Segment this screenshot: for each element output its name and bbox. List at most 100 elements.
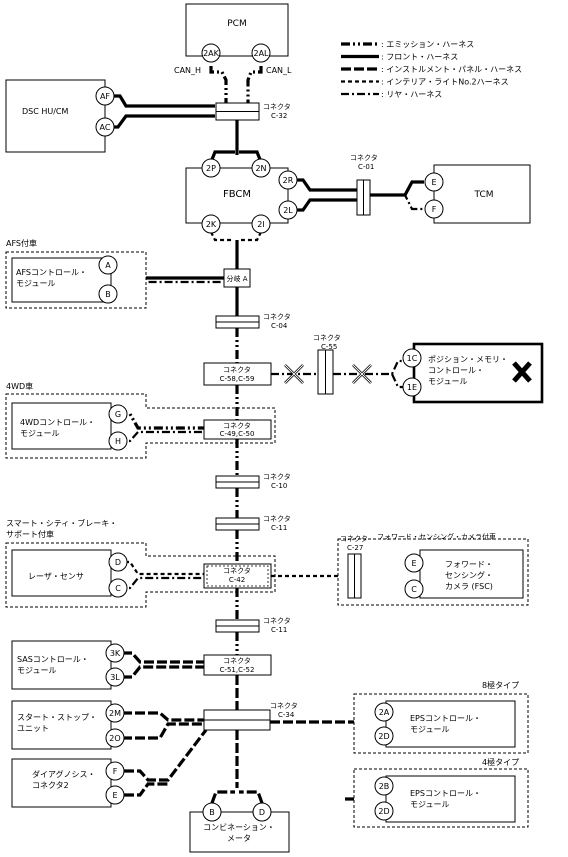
wire-label-can-l: CAN_L bbox=[266, 66, 292, 75]
pin-label-dsc-af: AF bbox=[100, 92, 110, 101]
pin-diag-e bbox=[105, 785, 125, 805]
wire-fbcm-2r bbox=[296, 178, 357, 192]
connector-id-c49: C-49,C-50 bbox=[220, 430, 255, 438]
legend-label-front: : フロント・ハーネス bbox=[381, 53, 458, 62]
pin-label-pcm-2al: 2AL bbox=[253, 49, 269, 58]
connector-word-c11b: コネクタ bbox=[263, 616, 291, 625]
connectors bbox=[203, 102, 532, 731]
connector-id-c32: C-32 bbox=[271, 112, 287, 120]
pin-label-pcm-2ak: 2AK bbox=[203, 49, 220, 58]
connector-c49 bbox=[203, 419, 272, 440]
pin-dsc-ac bbox=[95, 117, 115, 137]
pin-label-eps8-2d: 2D bbox=[378, 732, 389, 741]
removed-module-x-icon bbox=[512, 361, 532, 383]
connector-bunki-a bbox=[223, 268, 251, 288]
connector-id-c04: C-04 bbox=[271, 322, 288, 330]
module-combi-label-line-1: コンビネーション・ bbox=[203, 823, 275, 832]
wire-dsc-af bbox=[105, 94, 215, 108]
pin-tcm-f bbox=[424, 199, 444, 219]
pin-label-fbcm-2k: 2K bbox=[206, 220, 217, 229]
connector-word-c55: コネクタ bbox=[313, 333, 341, 342]
pin-laser-c bbox=[108, 578, 128, 598]
module-afs bbox=[11, 257, 112, 303]
pin-label-fsc-c: C bbox=[411, 585, 417, 594]
connector-word-c49: コネクタ bbox=[223, 421, 251, 430]
module-fsc bbox=[419, 549, 524, 599]
module-eps4 bbox=[385, 775, 516, 823]
wire-c55-pos-1e bbox=[391, 373, 404, 389]
pin-label-combi-b: B bbox=[209, 808, 215, 817]
pin-label-dsc-ac: AC bbox=[100, 123, 111, 132]
module-boxes bbox=[5, 3, 544, 853]
legend-label-emission: : エミッション・ハーネス bbox=[381, 40, 474, 49]
group-4wd-frame bbox=[5, 393, 276, 459]
pin-label-afs-a: A bbox=[105, 261, 111, 270]
legend-label-interior: : インテリア・ライトNo.2ハーネス bbox=[381, 78, 509, 87]
pin-eps4-2b bbox=[374, 776, 394, 796]
module-tcm-label: TCM bbox=[473, 190, 493, 200]
connector-word-c04: コネクタ bbox=[263, 312, 291, 321]
pin-label-eps8-2a: 2A bbox=[379, 708, 390, 717]
pin-label-fwd4-g: G bbox=[115, 410, 121, 419]
connector-id-c01: C-01 bbox=[358, 163, 374, 171]
module-fbcm-label: FBCM bbox=[223, 189, 251, 200]
connector-word-c27: コネクタ bbox=[340, 534, 368, 543]
pin-label-fbcm-2i: 2I bbox=[257, 220, 264, 229]
pin-fbcm-2l bbox=[278, 200, 298, 220]
connector-id-c42: C-42 bbox=[229, 576, 245, 584]
pin-label-fsc-e: E bbox=[411, 559, 416, 568]
wire-fbcm-2l bbox=[296, 198, 357, 212]
pin-label-eps4-2d: 2D bbox=[378, 807, 389, 816]
connector-word-c32: コネクタ bbox=[263, 102, 291, 111]
module-tcm bbox=[433, 164, 531, 224]
pin-label-eps4-2b: 2B bbox=[379, 782, 390, 791]
module-ss-label-line-2: ユニット bbox=[17, 724, 49, 733]
module-eps4-label-line-2: モジュール bbox=[410, 800, 449, 809]
module-eps8-label-line-1: EPSコントロール・ bbox=[410, 714, 481, 723]
group-scbs-label-line-1: スマート・シティ・ブレーキ・ bbox=[6, 518, 117, 528]
pin-fbcm-2i bbox=[251, 214, 271, 234]
connector-c51 bbox=[203, 654, 272, 676]
pin-label-tcm-f: F bbox=[432, 205, 437, 214]
pin-label-combi-d: D bbox=[259, 808, 265, 817]
wire-dsc-ac bbox=[105, 114, 215, 129]
pin-fsc-c bbox=[404, 579, 424, 599]
wire-pcm-can-h bbox=[209, 66, 228, 103]
module-ss-label-line-1: スタート・ストップ・ bbox=[17, 713, 97, 722]
connector-id-c55: C-55 bbox=[321, 343, 337, 351]
wire-c55-pos-1c bbox=[333, 359, 404, 376]
module-4wd-label-line-2: モジュール bbox=[20, 429, 59, 438]
group-eps4-label: 4極タイプ bbox=[482, 757, 519, 767]
wire-4wd-h bbox=[118, 430, 204, 443]
pin-sas-3k bbox=[105, 643, 125, 663]
module-sas-label-line-1: SASコントロール・ bbox=[17, 655, 89, 664]
pin-pos-1e bbox=[402, 377, 422, 397]
pin-eps8-2d bbox=[374, 726, 394, 746]
pin-laser-d bbox=[108, 552, 128, 572]
module-eps8 bbox=[385, 700, 516, 748]
pin-label-fbcm-2r: 2R bbox=[283, 176, 294, 185]
pin-label-fbcm-2l: 2L bbox=[283, 206, 293, 215]
group-scbs-label-line-2: サポート付車 bbox=[6, 529, 54, 539]
module-pos-label-line-2: コントロール・ bbox=[428, 366, 484, 375]
pin-label-ss-2m: 2M bbox=[109, 709, 121, 718]
pin-ss-2o bbox=[105, 728, 125, 748]
pin-eps4-2d bbox=[374, 801, 394, 821]
pin-label-afs-b: B bbox=[105, 290, 111, 299]
pin-label-sas-3l: 3L bbox=[110, 673, 120, 682]
group-eps8-label: 8極タイプ bbox=[482, 680, 519, 690]
pin-fbcm-2n bbox=[251, 158, 271, 178]
connector-word-c34: コネクタ bbox=[270, 701, 298, 710]
group-scbs-frame bbox=[5, 542, 276, 608]
pin-fbcm-2r bbox=[278, 170, 298, 190]
pin-pcm-2al bbox=[251, 43, 271, 63]
wire-sas-3l bbox=[122, 665, 204, 679]
module-fsc-label-line-1: フォワード・ bbox=[445, 560, 493, 569]
connector-id-c27: C-27 bbox=[347, 544, 363, 552]
module-eps4-label-line-1: EPSコントロール・ bbox=[410, 789, 481, 798]
pin-label-fbcm-2p: 2P bbox=[206, 164, 216, 173]
wire-sas-3k bbox=[122, 651, 204, 664]
module-diag bbox=[11, 758, 112, 808]
connector-id-c10: C-10 bbox=[271, 482, 287, 490]
